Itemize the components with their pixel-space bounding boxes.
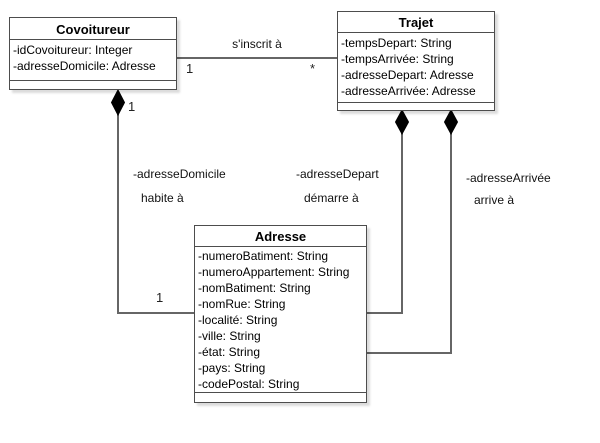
composition-diamond-trajet-arrivee [443, 108, 459, 136]
attribute: -adresseArrivée: Adresse [341, 84, 476, 98]
class-attributes-trajet: -tempsDepart: String -tempsArrivée: Stri… [338, 33, 494, 103]
attribute: -nomRue: String [198, 297, 286, 311]
attribute: -numeroAppartement: String [198, 265, 350, 279]
composition-diamond-trajet-depart [394, 108, 410, 136]
attribute: -ville: String [198, 329, 261, 343]
class-methods-empty-adresse [195, 393, 366, 402]
association-label-arrive: arrive à [474, 193, 515, 207]
association-habite-line [117, 114, 195, 314]
attribute: -numeroBatiment: String [198, 249, 329, 263]
class-title-covoitureur: Covoitureur [10, 18, 176, 40]
class-attributes-covoitureur: -idCovoitureur: Integer -adresseDomicile… [10, 40, 176, 81]
attribute: -codePostal: String [198, 377, 300, 391]
multiplicity-sinscrit-from: 1 [186, 61, 194, 76]
role-label-adresse-domicile: -adresseDomicile [133, 167, 226, 181]
attribute: -nomBatiment: String [198, 281, 311, 295]
association-demarre-line [366, 133, 403, 314]
class-box-covoitureur: Covoitureur -idCovoitureur: Integer -adr… [9, 17, 177, 90]
class-methods-empty-trajet [338, 103, 494, 110]
association-arrive-line [366, 133, 452, 354]
multiplicity-habite-to: 1 [156, 290, 164, 305]
role-label-adresse-arrivee: -adresseArrivée [466, 171, 551, 185]
association-label-demarre: démarre à [304, 191, 359, 205]
attribute: -pays: String [198, 361, 266, 375]
class-box-adresse: Adresse -numeroBatiment: String -numeroA… [194, 225, 367, 403]
attribute: -adresseDepart: Adresse [341, 68, 474, 82]
role-label-adresse-depart: -adresseDepart [296, 167, 379, 181]
multiplicity-sinscrit-to: * [310, 61, 316, 76]
attribute: -tempsArrivée: String [341, 52, 454, 66]
association-label-sinscrit: s'inscrit à [232, 37, 282, 51]
attribute: -tempsDepart: String [341, 36, 452, 50]
multiplicity-habite-from: 1 [128, 99, 136, 114]
class-title-adresse: Adresse [195, 226, 366, 247]
association-label-habite: habite à [141, 191, 184, 205]
attribute: -idCovoitureur: Integer [13, 43, 133, 57]
attribute: -adresseDomicile: Adresse [13, 59, 156, 73]
attribute: -localité: String [198, 313, 278, 327]
attribute: -état: String [198, 345, 261, 359]
class-attributes-adresse: -numeroBatiment: String -numeroApparteme… [195, 247, 366, 393]
class-box-trajet: Trajet -tempsDepart: String -tempsArrivé… [337, 11, 495, 111]
class-title-trajet: Trajet [338, 12, 494, 33]
class-methods-empty-covoitureur [10, 81, 176, 89]
composition-diamond-covoitureur [110, 88, 126, 117]
